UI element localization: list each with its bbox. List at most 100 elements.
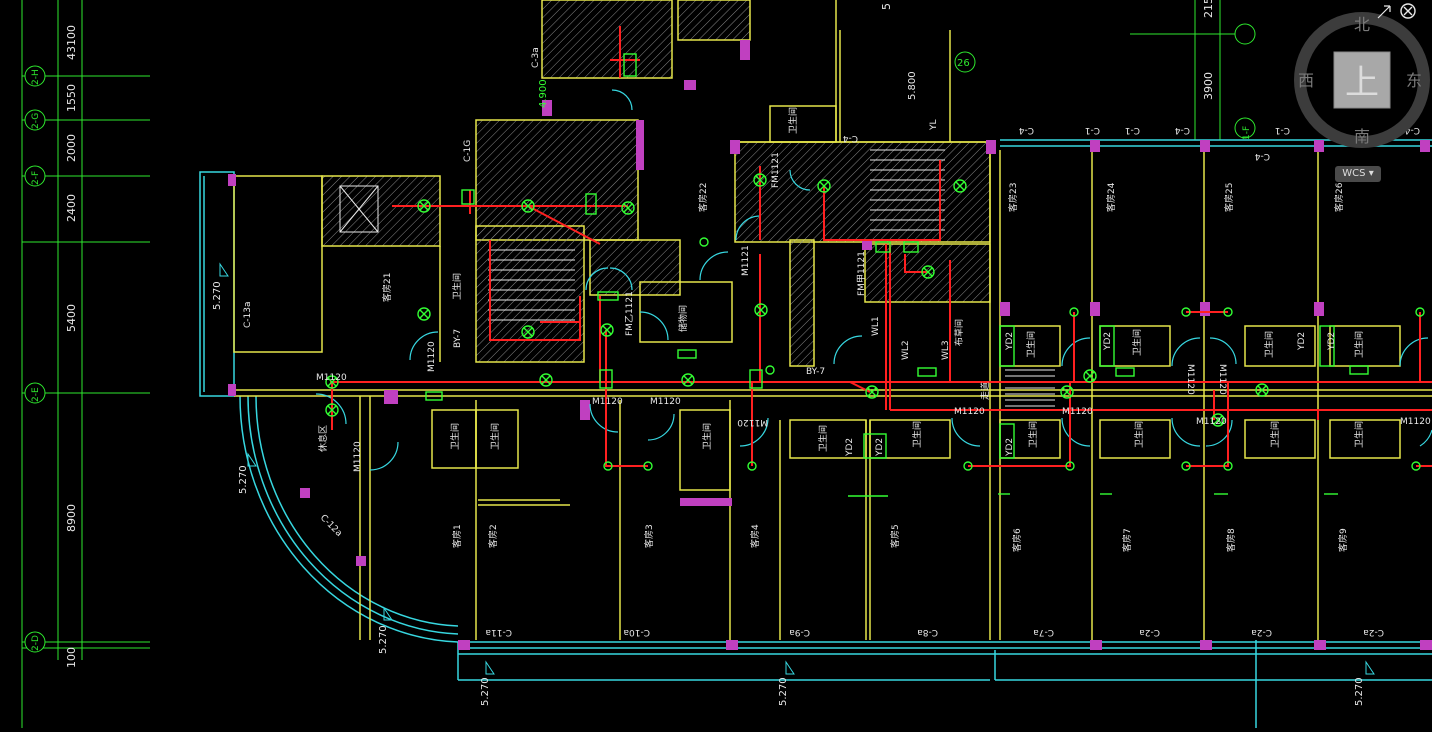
viewcube-close-icon[interactable] (1400, 3, 1416, 19)
window-label: C-4 (1174, 125, 1190, 135)
door-label: M1120 (1217, 364, 1227, 395)
room-label: 客房24 (1105, 182, 1117, 212)
room-label: 客房3 (643, 524, 655, 548)
door-label: FM甲1121 (856, 251, 867, 296)
grid-bubble-label: 2-D (31, 635, 41, 651)
room-label: 客房25 (1223, 183, 1235, 212)
room-label: 客房21 (381, 273, 393, 302)
room-label: 布草间 (953, 319, 965, 346)
wcs-label: WCS (1342, 168, 1366, 179)
room-label: 卫生间 (451, 273, 463, 300)
misc-label: YD2 (875, 438, 885, 457)
compass-east[interactable]: 东 (1406, 71, 1422, 90)
window-label: C-4 (1018, 125, 1034, 135)
room-label: 卫生间 (1133, 421, 1145, 448)
door-label: M1120 (954, 407, 985, 417)
grid-bubble-label: 2-H (31, 69, 41, 85)
wcs-menu-button[interactable]: WCS ▾ (1335, 166, 1381, 182)
elevation-label: 5.270 (778, 677, 789, 706)
door-swings (315, 89, 1432, 471)
dim-label: 2400 (65, 194, 78, 222)
dim-label: 43100 (65, 25, 78, 60)
misc-label: BY-7 (453, 329, 463, 348)
interior-walls (233, 0, 1432, 640)
dim-label: 8900 (65, 504, 78, 532)
room-label: 客房7 (1121, 528, 1133, 552)
window-label: C-1G (463, 140, 473, 162)
misc-label: YD2 (1005, 332, 1015, 351)
room-labels: 客房1 客房2 客房3 客房4 客房5 客房6 客房7 客房8 客房9 客房21… (317, 107, 1365, 552)
elevation-labels: 5.270 5.270 5.270 5.270 5.270 4.900 5.80… (212, 71, 1365, 706)
room-label: 卫生间 (1353, 331, 1365, 358)
room-label: 卫生间 (911, 421, 923, 448)
compass-west[interactable]: 西 (1298, 71, 1314, 90)
window-label: C-13a (243, 302, 253, 329)
fixtures (325, 53, 1425, 497)
room-label: 卫生间 (489, 423, 501, 450)
elevation-label: 5.270 (480, 677, 491, 706)
dim-label: 1550 (65, 84, 78, 112)
pipes (330, 26, 1432, 467)
window-label: C-9a (789, 627, 810, 637)
grid-number: 1-F (1242, 126, 1252, 140)
misc-label: YL (929, 119, 939, 131)
stairs (339, 149, 1055, 407)
door-label: M1120 (737, 417, 768, 427)
dim-label: 215 (1202, 0, 1215, 18)
door-label: M1120 (1062, 407, 1093, 417)
room-label: 卫生间 (1027, 421, 1039, 448)
compass-north[interactable]: 北 (1354, 15, 1370, 34)
room-label: 客房8 (1225, 528, 1237, 552)
door-label: M1120 (427, 341, 437, 372)
dim-label: 2000 (65, 134, 78, 162)
room-label: 客房26 (1333, 182, 1345, 212)
room-label: 卫生间 (787, 107, 799, 134)
window-label: C-7a (1033, 627, 1054, 637)
dim-label: 100 (65, 647, 78, 668)
room-label: 客房4 (749, 524, 761, 548)
window-label: C-1 (1275, 125, 1290, 135)
door-label: M1120 (353, 441, 363, 472)
window-label: C-12a (318, 513, 344, 539)
dim-label: 5400 (65, 304, 78, 332)
door-label: M1120 (592, 397, 623, 407)
door-label: M1120 (1196, 417, 1227, 427)
elevation-label: 5.270 (238, 465, 249, 494)
window-label: C-8a (917, 627, 938, 637)
room-label: 客房1 (451, 524, 463, 548)
grid-bubble-label: 2-F (31, 171, 41, 185)
room-label: 卫生间 (1269, 421, 1281, 448)
elevation-label: 5.270 (378, 625, 389, 654)
room-label: 客房2 (487, 524, 499, 548)
room-label: 卫生间 (817, 425, 829, 452)
door-label: M1120 (316, 373, 347, 383)
misc-label: BY-7 (806, 367, 825, 377)
room-label: 卫生间 (1263, 331, 1275, 358)
room-label: 休息区 (317, 425, 329, 452)
column-blocks (228, 40, 1432, 650)
grid-number: 26 (957, 58, 970, 69)
compass-south[interactable]: 南 (1354, 127, 1370, 146)
misc-label: YD2 (845, 438, 855, 457)
viewcube[interactable]: 上 北 南 东 西 (1292, 0, 1432, 160)
viewcube-rotate-icon[interactable] (1377, 5, 1391, 19)
room-label: 客房23 (1007, 183, 1019, 212)
room-label: 客房6 (1011, 528, 1023, 552)
room-label: 卫生间 (1131, 329, 1143, 356)
grid-bubble-label: 2-G (31, 113, 41, 129)
misc-label: YD2 (1103, 332, 1113, 351)
viewcube-top-label[interactable]: 上 (1345, 63, 1379, 103)
chevron-down-icon: ▾ (1368, 168, 1374, 179)
window-label: C-3a (531, 47, 541, 68)
misc-label: WL1 (871, 316, 881, 336)
viewcube-top-face[interactable] (1333, 51, 1391, 109)
window-label: C-1 (1085, 125, 1100, 135)
room-label: 卫生间 (1025, 331, 1037, 358)
room-label: 客房9 (1337, 528, 1349, 552)
hatched-cores (321, 0, 991, 367)
door-labels: M1120 M1120 M1120 M1120 M1120 M1120 M112… (316, 152, 1431, 472)
top-grid (954, 0, 1256, 140)
misc-label: YD2 (1005, 438, 1015, 457)
